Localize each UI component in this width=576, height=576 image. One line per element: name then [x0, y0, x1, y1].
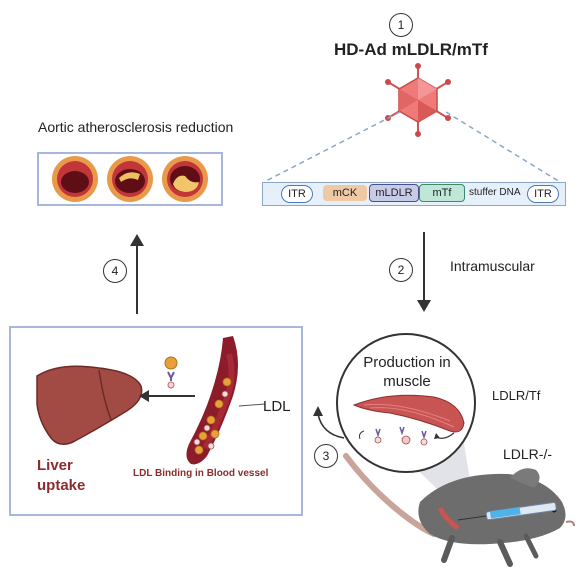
step-1-badge: 1	[389, 13, 413, 37]
curved-arrow	[313, 406, 345, 439]
ldl-particle-icon	[164, 356, 178, 389]
muscle-icon	[352, 394, 465, 446]
receptor-label: LDLR/Tf	[492, 388, 541, 403]
ldl-pointer-line	[238, 403, 266, 407]
aorta-cross-sections	[52, 156, 208, 202]
liver-icon	[36, 365, 143, 445]
liver-uptake-panel: Liver uptake LDL LDL Binding in Blood ve…	[9, 326, 303, 516]
aortic-label: Aortic atherosclerosis reduction	[38, 119, 234, 135]
step-3-badge: 3	[314, 444, 338, 468]
blood-vessel-icon	[186, 336, 238, 465]
production-label: Production in muscle	[363, 354, 451, 390]
construct-expansion-lines	[263, 111, 561, 183]
vector-construct: ITR mCK mLDLR mTf stuffer DNA ITR	[262, 182, 566, 206]
mtf-segment: mTf	[419, 184, 465, 202]
step-4-badge: 4	[103, 259, 127, 283]
adenovirus-icon	[385, 63, 451, 137]
mouse-label: LDLR-/-	[503, 446, 553, 462]
production-circle: Production in muscle	[336, 333, 476, 473]
mldlr-segment: mLDLR	[369, 184, 419, 202]
mck-segment: mCK	[323, 185, 367, 201]
ldl-label: LDL	[263, 398, 291, 415]
aorta-panel	[37, 152, 223, 206]
liver-label: Liver uptake	[37, 457, 86, 494]
vector-title: HD-Ad mLDLR/mTf	[334, 40, 488, 59]
route-label: Intramuscular	[450, 258, 535, 274]
left-arrow	[139, 390, 195, 402]
stuffer-dna: stuffer DNA	[469, 187, 521, 198]
mouse-icon	[343, 453, 575, 567]
itr-left: ITR	[281, 185, 313, 203]
down-arrow	[417, 232, 431, 312]
up-arrow	[130, 234, 144, 314]
step-2-badge: 2	[389, 258, 413, 282]
vessel-caption: LDL Binding in Blood vessel	[133, 468, 269, 479]
itr-right: ITR	[527, 185, 559, 203]
